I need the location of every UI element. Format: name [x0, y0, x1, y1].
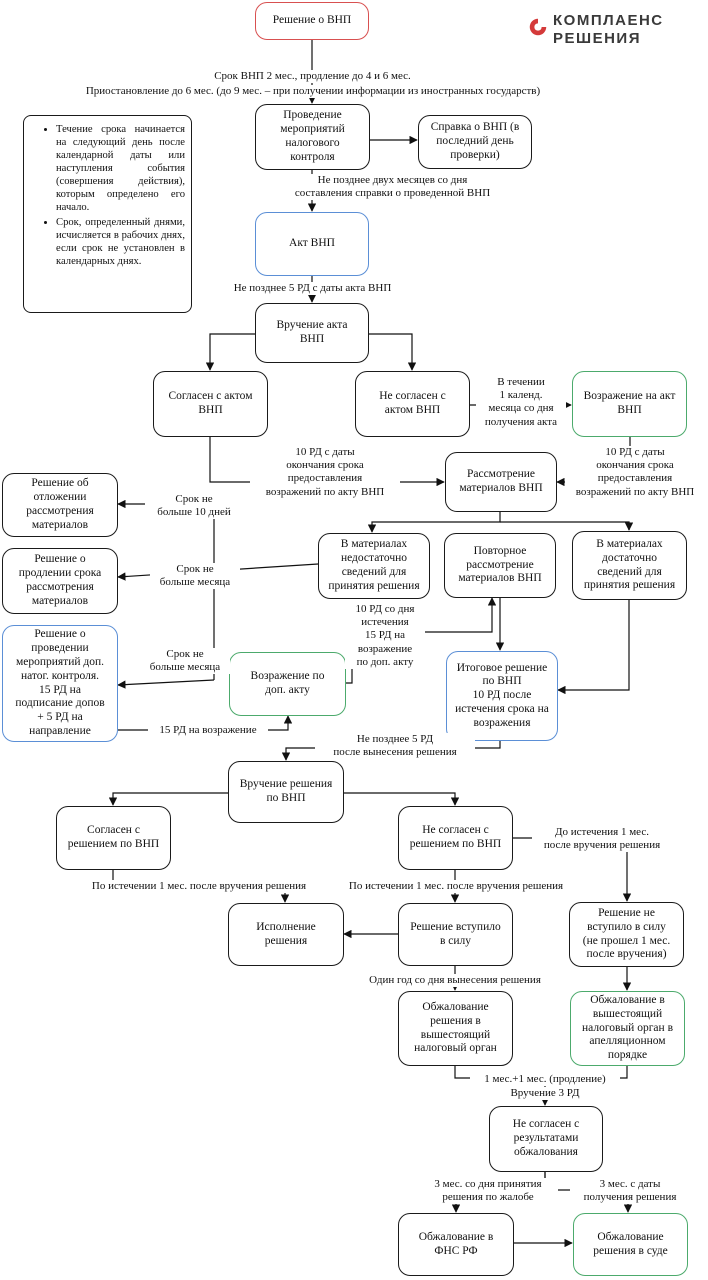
- arrow-to-additional: [117, 679, 215, 689]
- node-agree-act: Согласен с актом ВНП: [153, 371, 268, 437]
- label-five-rd-decision: Не позднее 5 РД после вынесения решения: [315, 733, 475, 760]
- label-one-calendar: В течении 1 календ. месяца со дня получе…: [476, 376, 566, 429]
- node-conduct-control: Проведение мероприятий налогового контро…: [255, 104, 370, 170]
- node-disagree-decision: Не согласен с решением по ВНП: [398, 806, 513, 870]
- label-after-month-mid: По истечении 1 мес. после вручения решен…: [332, 880, 580, 894]
- label-ten-days: Срок не больше 10 дней: [145, 493, 243, 520]
- logo-text-line1: КОМПЛАЕНС: [553, 12, 664, 29]
- arrow-deliver-disagreedec: [340, 792, 460, 806]
- arrow-deliver-agreedec: [108, 792, 228, 806]
- node-appeal-court: Обжалование решения в суде: [573, 1213, 688, 1276]
- logo-text-line2: РЕШЕНИЯ: [553, 30, 641, 47]
- label-two-months: Не позднее двух месяцев со дня составлен…: [280, 174, 505, 201]
- node-in-force: Решение вступило в силу: [398, 903, 513, 966]
- label-three-months-left: 3 мес. со дня принятия решения по жалобе: [418, 1178, 558, 1205]
- node-postpone: Решение об отложении рассмотрения матери…: [2, 473, 118, 537]
- node-sufficient: В материалах достаточно сведений для при…: [572, 531, 687, 600]
- label-ten-rd-right: 10 РД с даты окончания срока предоставле…: [565, 446, 705, 499]
- arrow-review-sufficient: [500, 521, 630, 530]
- node-agree-decision: Согласен с решением по ВНП: [56, 806, 171, 870]
- label-delivery-3rd: Вручение 3 РД: [500, 1087, 590, 1101]
- node-final-decision: Итоговое решение по ВНП 10 РД после исте…: [446, 651, 558, 741]
- label-suspend: Приостановление до 6 мес. (до 9 мес. – п…: [56, 85, 570, 99]
- node-deliver-act: Вручение акта ВНП: [255, 303, 369, 363]
- node-insufficient: В материалах недостаточно сведений для п…: [318, 533, 430, 599]
- node-appeal-higher-appellate: Обжалование в вышестоящий налоговый орга…: [570, 991, 685, 1066]
- label-ten-rd-left: 10 РД с даты окончания срока предоставле…: [250, 446, 400, 499]
- label-month-1: Срок не больше месяца: [150, 563, 240, 590]
- label-month-2: Срок не больше месяца: [140, 648, 230, 675]
- arrow-deliver-disagree: [369, 333, 417, 371]
- node-review: Рассмотрение материалов ВНП: [445, 452, 557, 512]
- node-appeal-fns: Обжалование в ФНС РФ: [398, 1213, 514, 1276]
- logo-mark-icon: [529, 18, 547, 36]
- node-appeal-higher: Обжалование решения в вышестоящий налого…: [398, 991, 513, 1066]
- node-extend: Решение о продлении срока рассмотрения м…: [2, 548, 118, 614]
- label-three-months-right: 3 мес. с даты получения решения: [570, 1178, 690, 1205]
- label-before-month: До истечения 1 мес. после вручения решен…: [532, 826, 672, 853]
- note-item: Срок, определенный днями, исчисляется в …: [56, 217, 185, 269]
- node-not-in-force: Решение не вступило в силу (не прошел 1 …: [569, 902, 684, 967]
- label-ten-fifteen: 10 РД со дня истечения 15 РД на возражен…: [345, 603, 425, 669]
- node-objection-additional: Возражение по доп. акту: [229, 652, 346, 716]
- node-re-review: Повторное рассмотрение материалов ВНП: [444, 533, 556, 598]
- arrow-deliver-agree: [205, 333, 255, 371]
- arrow-sufficient-final: [557, 600, 630, 695]
- label-one-year: Один год со дня вынесения решения: [355, 974, 555, 988]
- label-fifteen-objection: 15 РД на возражение: [148, 724, 268, 738]
- node-disagree-act: Не согласен с актом ВНП: [355, 371, 470, 437]
- arrow-review-insufficient: [367, 512, 501, 533]
- label-five-rd-act: Не позднее 5 РД с даты акта ВНП: [215, 282, 410, 296]
- node-execution: Исполнение решения: [228, 903, 344, 966]
- label-one-plus-one: 1 мес.+1 мес. (продление): [470, 1073, 620, 1087]
- brand-logo: КОМПЛАЕНС РЕШЕНИЯ: [523, 10, 701, 50]
- node-disagree-results: Не согласен с результатами обжалования: [489, 1106, 603, 1172]
- node-deliver-decision: Вручение решения по ВНП: [228, 761, 344, 823]
- node-certificate: Справка о ВНП (в последний день проверки…: [418, 115, 532, 169]
- note-item: Течение срока начинается на следующий де…: [56, 124, 185, 214]
- label-term: Срок ВНП 2 мес., продление до 4 и 6 мес.: [150, 70, 475, 84]
- rules-note: Течение срока начинается на следующий де…: [23, 115, 192, 313]
- node-act: Акт ВНП: [255, 212, 369, 276]
- node-additional-control: Решение о проведении мероприятий доп. на…: [2, 625, 118, 742]
- node-objection-act: Возражение на акт ВНП: [572, 371, 687, 437]
- label-after-month-left: По истечении 1 мес. после вручения решен…: [75, 880, 323, 894]
- node-decision-vnp: Решение о ВНП: [255, 2, 369, 40]
